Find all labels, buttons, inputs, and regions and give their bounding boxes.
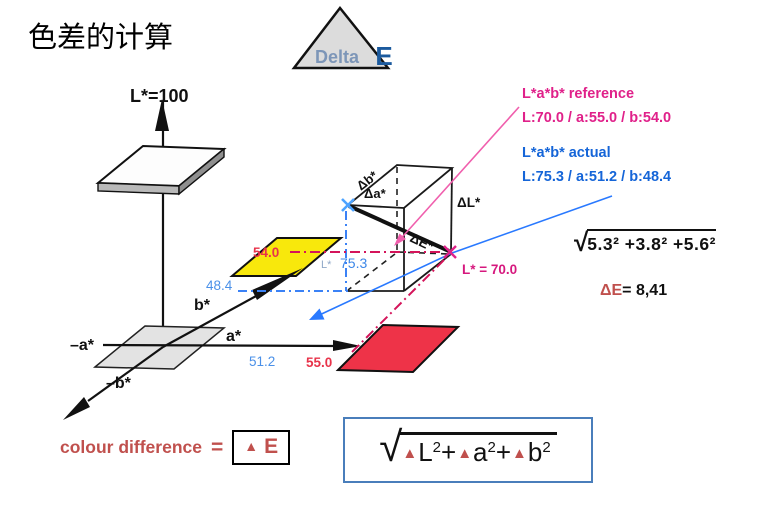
delta-e-symbol: ΔE	[600, 282, 623, 299]
a-axis-pos-label: a*	[226, 328, 242, 345]
calculation-expression: 5.3² +3.8² +5.6²	[587, 229, 716, 255]
act-b-value: 48.4	[206, 278, 233, 293]
delta-e-box: ▲ E	[232, 430, 291, 465]
neg-b-arrow-icon	[63, 397, 90, 420]
reference-values-block: L*a*b* reference L:70.0 / a:55.0 / b:54.…	[522, 82, 671, 130]
ref-l-value: L* = 70.0	[462, 262, 517, 277]
equals-sign: =	[210, 435, 224, 459]
ref-b-value: 54.0	[253, 245, 279, 260]
actual-values-block: L*a*b* actual L:75.3 / a:51.2 / b:48.4	[522, 141, 671, 189]
delta-e-diagonal	[348, 204, 450, 253]
term-a-exponent: 2	[487, 439, 496, 456]
red-plane	[335, 323, 461, 374]
actual-point-x-icon	[341, 198, 355, 212]
actual-heading: L*a*b* actual	[522, 145, 611, 161]
neg-a-axis-label: –a*	[70, 337, 95, 354]
colour-difference-row: colour difference = ▲ E	[60, 430, 291, 465]
neg-b-axis-line	[87, 346, 164, 402]
neg-b-axis-label: –b*	[106, 375, 132, 392]
l-axis-label: L*=100	[130, 86, 189, 106]
logo-e-label: E	[375, 41, 392, 71]
delta-e-letter: E	[264, 435, 279, 458]
radical-sign: √	[574, 227, 589, 257]
actual-values: L:75.3 / a:51.2 / b:48.4	[522, 169, 672, 185]
ref-a-value: 55.0	[306, 355, 332, 370]
reference-projection-lines	[290, 251, 448, 353]
logo-delta-label: Delta	[315, 47, 360, 67]
delta-triangle-icon: ▲	[457, 445, 473, 462]
term-b-exponent: 2	[542, 439, 551, 456]
actual-leader-arrow-icon	[309, 308, 325, 320]
b-axis-line	[162, 294, 259, 348]
delta-triangle-icon: ▲	[402, 445, 418, 462]
delta-e-result: ΔE= 8,41	[600, 282, 667, 300]
reference-values: L:70.0 / a:55.0 / b:54.0	[522, 110, 672, 126]
b-axis-pos-label: b*	[194, 297, 211, 314]
delta-e-logo: Delta E	[291, 5, 393, 71]
term-a: a	[473, 437, 488, 467]
plus-sign: +	[441, 437, 457, 467]
delta-triangle-icon: ▲	[244, 438, 259, 454]
l100-plane	[95, 144, 227, 196]
delta-a-label: Δa*	[364, 186, 387, 201]
a-arrow-icon	[333, 340, 361, 351]
yellow-plane	[229, 237, 344, 277]
term-l: L	[418, 437, 433, 467]
act-l-value: 75.3	[340, 255, 367, 271]
formula-terms: ▲L2+▲a2+▲b2	[399, 432, 557, 468]
reference-leader-line	[395, 106, 520, 245]
delta-e-value: = 8,41	[622, 282, 668, 299]
delta-e-calculation: √ 5.3² +3.8² +5.6²	[574, 229, 716, 255]
colour-difference-label: colour difference	[60, 437, 202, 457]
delta-triangle-icon: ▲	[512, 445, 527, 462]
reference-heading: L*a*b* reference	[522, 86, 635, 102]
cube-hidden-edges	[347, 167, 450, 291]
reference-point-x-icon	[443, 245, 457, 259]
delta-e-formula-box: √ ▲L2+▲a2+▲b2	[343, 417, 593, 483]
term-b: b	[527, 437, 543, 467]
delta-l-label: ΔL*	[457, 195, 481, 210]
page-title: 色差的计算	[28, 20, 174, 54]
triangle-icon	[291, 5, 391, 70]
formula-radical-sign: √	[379, 423, 403, 470]
term-l-exponent: 2	[432, 439, 441, 456]
l-axis-arrow-icon	[155, 99, 169, 131]
act-a-value: 51.2	[249, 354, 275, 369]
a-axis-line	[102, 343, 338, 348]
plus-sign: +	[495, 437, 512, 467]
act-l-axis-label: L*	[321, 259, 332, 271]
origin-plane	[92, 325, 227, 370]
delta-e-star-label: ΔE*	[408, 230, 437, 254]
reference-leader-arrow-icon	[394, 233, 406, 246]
